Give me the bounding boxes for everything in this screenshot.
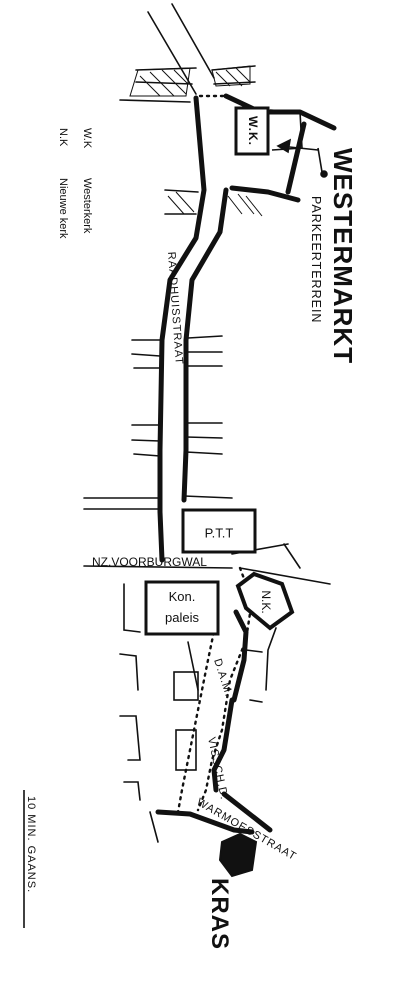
route-walls (155, 93, 337, 835)
westermarkt-title: WESTERMARKT (328, 148, 358, 364)
nz-voorburgwal-label: NZ.VOORBURGWAL (92, 555, 207, 569)
legend-wk-abbr: W.K (81, 128, 93, 149)
parking-area (269, 109, 328, 178)
kras-block[interactable] (218, 832, 258, 878)
dam-label: D.A.M. (211, 657, 235, 698)
koninklijk-paleis-building[interactable]: Kon. paleis (144, 580, 220, 636)
westerkerk-building[interactable]: W.K. (234, 106, 270, 156)
ptt-building[interactable]: P.T.T (181, 508, 257, 554)
kras-label: KRAS (206, 878, 233, 950)
legend-nk-desc: Nieuwe kerk (57, 178, 69, 239)
legend-wk-desc: Westerkerk (81, 178, 93, 234)
scale-label: 10 MIN. GAANS. (25, 796, 37, 893)
parkeerterrein-label: PARKEERTERREIN (309, 196, 323, 323)
ptt-label: P.T.T (205, 525, 234, 540)
kon-label-line2: paleis (165, 610, 199, 625)
legend: W.K Westerkerk N.K Nieuwe kerk (57, 128, 93, 239)
street-outlines (83, 3, 331, 843)
scale-bar: 10 MIN. GAANS. (23, 790, 37, 928)
nieuwe-kerk-building[interactable]: N.K. (235, 571, 295, 631)
wk-label: W.K. (246, 116, 260, 146)
nk-label: N.K. (259, 590, 273, 613)
kon-label-line1: Kon. (169, 589, 196, 604)
legend-nk-abbr: N.K (57, 128, 69, 147)
hatched-corners (129, 65, 263, 217)
